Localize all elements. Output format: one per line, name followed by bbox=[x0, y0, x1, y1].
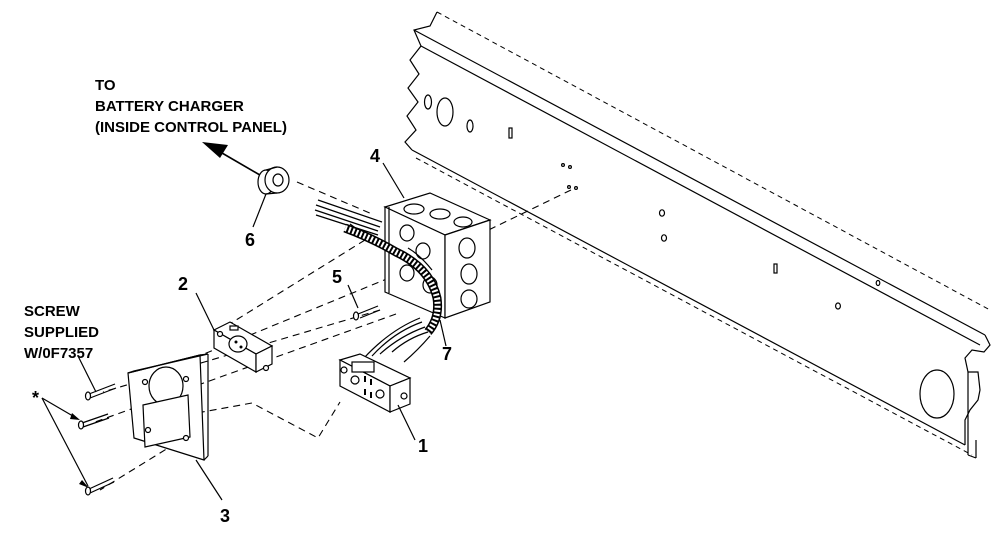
gfci-receptacle-part-1 bbox=[338, 353, 416, 441]
screw-note-line-3: W/0F7357 bbox=[24, 345, 93, 362]
callout-1: 1 bbox=[418, 436, 428, 456]
asterisk-marker: * bbox=[32, 388, 39, 408]
frame-rail bbox=[404, 11, 991, 459]
battery-note-line-3: (INSIDE CONTROL PANEL) bbox=[95, 119, 287, 136]
callout-2: 2 bbox=[178, 274, 188, 294]
battery-note-line-2: BATTERY CHARGER bbox=[95, 98, 244, 115]
screw-note-line-1: SCREW bbox=[24, 303, 81, 320]
grommet-part-6 bbox=[252, 166, 290, 228]
callout-leaders bbox=[347, 162, 447, 347]
plate-screws bbox=[41, 355, 117, 496]
battery-note-line-1: TO bbox=[95, 77, 116, 94]
battery-charger-note: TO BATTERY CHARGER (INSIDE CONTROL PANEL… bbox=[95, 77, 287, 136]
screw-note-line-2: SUPPLIED bbox=[24, 324, 99, 341]
battery-charger-arrow bbox=[202, 142, 266, 179]
receptacle-wires bbox=[363, 317, 431, 363]
screw-part-5 bbox=[352, 305, 381, 321]
callout-3: 3 bbox=[220, 506, 230, 526]
cover-plate-part-3 bbox=[127, 353, 223, 501]
screw-supplied-note: SCREW SUPPLIED W/0F7357 bbox=[24, 303, 99, 362]
callout-7: 7 bbox=[442, 344, 452, 364]
callout-6: 6 bbox=[245, 230, 255, 250]
duplex-receptacle-part-2 bbox=[195, 292, 274, 374]
callout-5: 5 bbox=[332, 267, 342, 287]
flex-conduit-part-7 bbox=[343, 223, 443, 335]
callout-numbers: 1 2 3 4 5 6 7 bbox=[178, 146, 452, 526]
callout-4: 4 bbox=[370, 146, 380, 166]
